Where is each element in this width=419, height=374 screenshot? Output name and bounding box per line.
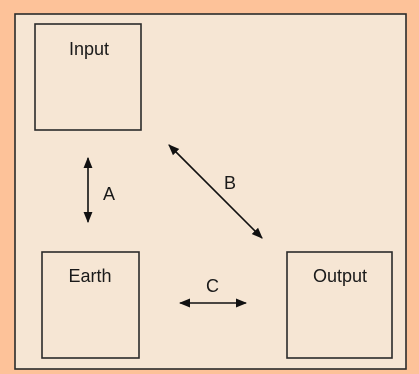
output-box	[286, 251, 393, 359]
earth-label: Earth	[68, 266, 111, 286]
arrow-c: C	[178, 276, 248, 308]
diagram-panel	[14, 13, 407, 370]
arrow-c-label: C	[206, 276, 219, 296]
output-node: Output	[286, 251, 393, 359]
arrow-b-label: B	[224, 173, 236, 193]
earth-box	[41, 251, 140, 359]
arrow-b-line	[168, 144, 263, 239]
earth-node: Earth	[41, 251, 140, 359]
input-node: Input	[34, 23, 142, 131]
arrow-a: A	[83, 156, 115, 224]
input-box	[34, 23, 142, 131]
output-label: Output	[313, 266, 367, 286]
arrow-a-label: A	[103, 184, 115, 204]
arrow-b: B	[168, 144, 263, 239]
input-label: Input	[69, 39, 109, 59]
